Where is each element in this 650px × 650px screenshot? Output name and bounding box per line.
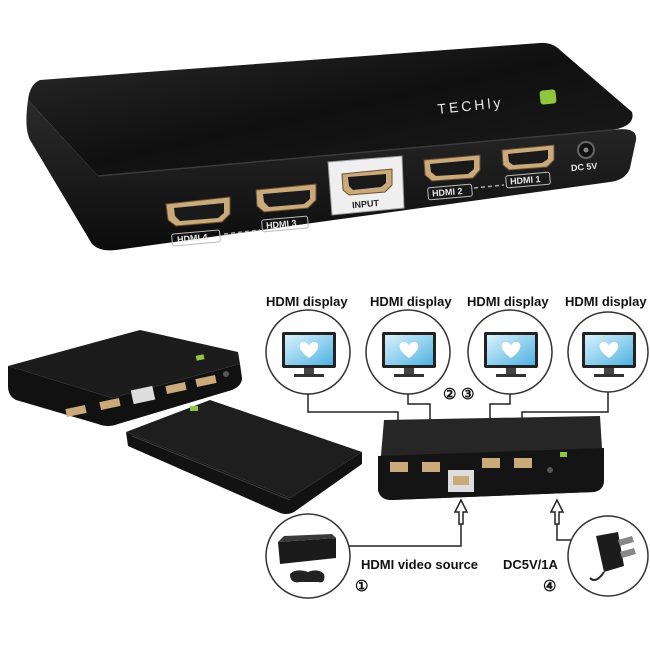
svg-text:INPUT: INPUT	[352, 198, 380, 210]
port-hdmi-4: HDMI 4	[165, 196, 231, 247]
port-input: INPUT	[327, 155, 405, 216]
power-label: DC5V/1A	[503, 557, 559, 572]
source-cable	[346, 498, 469, 547]
svg-text:HDMI 4: HDMI 4	[177, 232, 208, 245]
step-marker: ③	[461, 386, 474, 403]
display-label: HDMI display	[266, 294, 348, 309]
small-splitter-front	[8, 330, 242, 426]
source-label: HDMI video source	[361, 557, 478, 572]
display-label: HDMI display	[467, 294, 549, 309]
power-adapter-icon	[567, 515, 649, 597]
monitor-icon	[467, 309, 553, 395]
svg-text:HDMI 1: HDMI 1	[510, 174, 541, 187]
port-hdmi-1: HDMI 1	[501, 144, 555, 189]
svg-text:TECHly: TECHly	[437, 94, 505, 117]
monitor-icon	[567, 311, 649, 393]
monitor-icon	[265, 309, 351, 395]
port-hdmi-2: HDMI 2	[423, 154, 481, 201]
step-marker: ①	[355, 578, 368, 595]
svg-text:HDMI 2: HDMI 2	[432, 186, 463, 199]
display-label: HDMI display	[565, 294, 647, 309]
techly-logo: TECHly	[437, 89, 557, 117]
splitter-top-face	[28, 42, 633, 177]
diagram-splitter	[378, 416, 604, 500]
game-console-icon	[265, 513, 351, 599]
step-marker: ④	[543, 578, 556, 595]
svg-text:DC 5V: DC 5V	[571, 161, 598, 173]
port-hdmi-3: HDMI 3	[255, 183, 317, 233]
small-splitter-back	[126, 400, 362, 514]
step-marker: ②	[443, 386, 456, 403]
svg-text:HDMI 3: HDMI 3	[266, 218, 297, 231]
display-label: HDMI display	[370, 294, 452, 309]
connection-diagram: HDMI display HDMI display HDMI display H…	[265, 294, 649, 599]
monitor-icon	[365, 309, 451, 395]
main-splitter: TECHly HDMI 4 HDMI 3 INPUT HDMI 2	[26, 42, 637, 251]
power-jack: DC 5V	[571, 141, 598, 173]
